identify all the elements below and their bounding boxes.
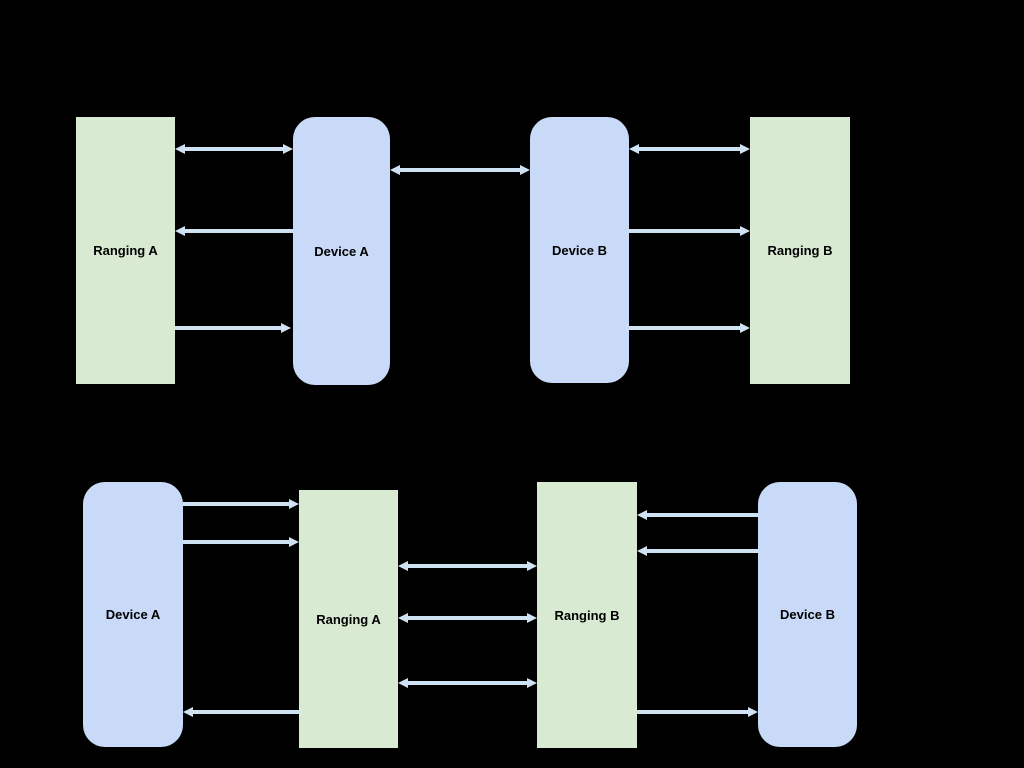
arrowhead-right-icon bbox=[283, 144, 293, 154]
box-device-a-top: Device A bbox=[293, 117, 390, 385]
arrow-device-b-to-ranging-b bbox=[629, 144, 750, 154]
arrowhead-right-icon bbox=[520, 165, 530, 175]
box-label: Ranging A bbox=[316, 611, 381, 627]
arrow-shaft bbox=[638, 147, 741, 151]
arrowhead-right-icon bbox=[740, 323, 750, 333]
arrow-shaft bbox=[407, 616, 528, 620]
box-device-b-top: Device B bbox=[530, 117, 629, 383]
arrow-ranging-a-to-device-a bbox=[175, 323, 291, 333]
box-label: Ranging B bbox=[767, 243, 833, 258]
arrow-device-b-to-ranging-b bbox=[637, 510, 758, 520]
arrow-device-a-to-ranging-a bbox=[183, 537, 299, 547]
arrow-device-a-to-ranging-a bbox=[183, 499, 299, 509]
box-label: Device B bbox=[780, 607, 835, 622]
arrowhead-left-icon bbox=[637, 546, 647, 556]
arrowhead-right-icon bbox=[527, 561, 537, 571]
arrow-ranging-a-to-device-a bbox=[175, 144, 293, 154]
arrow-ranging-a-to-ranging-b bbox=[398, 561, 537, 571]
arrowhead-right-icon bbox=[740, 144, 750, 154]
arrow-ranging-b-to-device-b bbox=[637, 707, 758, 717]
arrow-device-b-to-ranging-b bbox=[637, 546, 758, 556]
arrowhead-left-icon bbox=[175, 144, 185, 154]
arrow-ranging-a-to-device-a bbox=[183, 707, 299, 717]
arrowhead-left-icon bbox=[629, 144, 639, 154]
box-device-a-bottom: Device A bbox=[83, 482, 183, 747]
arrow-shaft bbox=[183, 540, 290, 544]
arrow-shaft bbox=[183, 502, 290, 506]
arrow-shaft bbox=[184, 147, 284, 151]
arrow-shaft bbox=[646, 513, 758, 517]
arrowhead-right-icon bbox=[281, 323, 291, 333]
arrow-shaft bbox=[646, 549, 758, 553]
box-label: Device B bbox=[552, 242, 607, 258]
arrow-ranging-a-to-ranging-b bbox=[398, 678, 537, 688]
box-device-b-bottom: Device B bbox=[758, 482, 857, 747]
arrowhead-left-icon bbox=[398, 561, 408, 571]
arrow-shaft bbox=[637, 710, 749, 714]
arrow-shaft bbox=[192, 710, 299, 714]
arrowhead-left-icon bbox=[390, 165, 400, 175]
box-ranging-b-bottom: Ranging B bbox=[537, 482, 637, 748]
arrowhead-right-icon bbox=[748, 707, 758, 717]
arrow-device-a-to-device-b bbox=[390, 165, 530, 175]
arrowhead-left-icon bbox=[637, 510, 647, 520]
box-ranging-a-bottom: Ranging A bbox=[299, 490, 398, 748]
arrow-shaft bbox=[629, 229, 741, 233]
arrow-device-a-to-ranging-a bbox=[175, 226, 293, 236]
arrowhead-left-icon bbox=[398, 613, 408, 623]
box-label: Ranging A bbox=[93, 243, 158, 258]
box-label: Ranging B bbox=[554, 607, 620, 623]
box-ranging-a-top: Ranging A bbox=[76, 117, 175, 384]
arrowhead-right-icon bbox=[740, 226, 750, 236]
arrow-shaft bbox=[407, 681, 528, 685]
arrowhead-right-icon bbox=[289, 537, 299, 547]
arrow-shaft bbox=[175, 326, 282, 330]
arrow-device-b-to-ranging-b bbox=[629, 226, 750, 236]
arrowhead-right-icon bbox=[527, 678, 537, 688]
box-label: Device A bbox=[105, 607, 161, 622]
arrow-shaft bbox=[407, 564, 528, 568]
arrow-shaft bbox=[399, 168, 521, 172]
box-ranging-b-top: Ranging B bbox=[750, 117, 850, 384]
arrowhead-left-icon bbox=[398, 678, 408, 688]
arrowhead-right-icon bbox=[527, 613, 537, 623]
arrow-shaft bbox=[629, 326, 741, 330]
arrowhead-left-icon bbox=[183, 707, 193, 717]
arrow-shaft bbox=[184, 229, 293, 233]
arrow-ranging-a-to-ranging-b bbox=[398, 613, 537, 623]
arrowhead-left-icon bbox=[175, 226, 185, 236]
arrow-device-b-to-ranging-b bbox=[629, 323, 750, 333]
arrowhead-right-icon bbox=[289, 499, 299, 509]
box-label: Device A bbox=[314, 243, 369, 259]
